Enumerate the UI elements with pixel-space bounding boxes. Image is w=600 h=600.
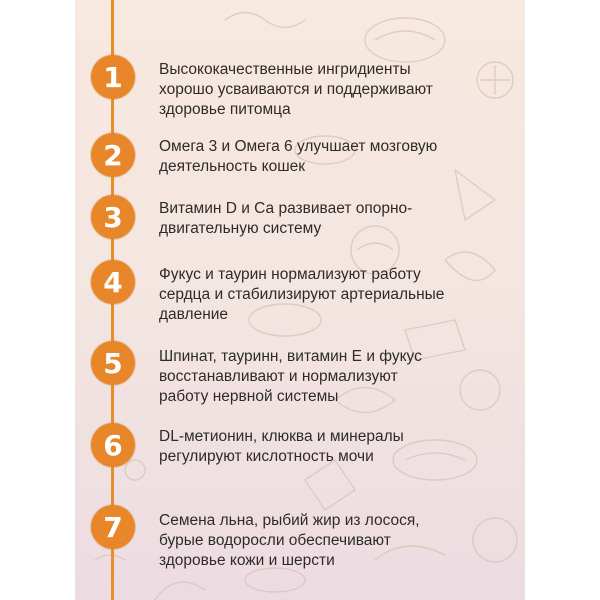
- step-text-3: Витамин D и Са развивает опорно- двигате…: [159, 200, 413, 237]
- benefits-card: 1 Высококачественные ингридиенты хорошо …: [75, 0, 525, 600]
- step-badge-4: 4: [91, 260, 135, 304]
- food-doodle-pattern-icon: [94, 11, 518, 600]
- step-text-4: Фукус и таурин нормализуют работу сердца…: [159, 266, 445, 323]
- step-number: 4: [103, 265, 123, 299]
- step-number: 6: [103, 428, 123, 462]
- step-text-5: Шпинат, тауринн, витамин Е и фукус восст…: [159, 348, 422, 405]
- step-text-6: DL-метионин, клюква и минералы регулирую…: [159, 428, 404, 465]
- step-badge-3: 3: [91, 195, 135, 239]
- step-number: 3: [103, 200, 123, 234]
- step-text-7: Семена льна, рыбий жир из лосося, бурые …: [159, 512, 420, 569]
- step-number: 7: [103, 510, 123, 544]
- step-number: 2: [103, 138, 123, 172]
- step-badge-2: 2: [91, 133, 135, 177]
- step-badge-7: 7: [91, 505, 135, 549]
- step-badge-5: 5: [91, 341, 135, 385]
- step-number: 1: [103, 60, 123, 94]
- step-number: 5: [103, 346, 123, 380]
- step-badge-6: 6: [91, 423, 135, 467]
- step-text-1: Высококачественные ингридиенты хорошо ус…: [159, 61, 433, 118]
- step-badge-1: 1: [91, 55, 135, 99]
- step-text-2: Омега 3 и Омега 6 улучшает мозговую деят…: [159, 138, 438, 175]
